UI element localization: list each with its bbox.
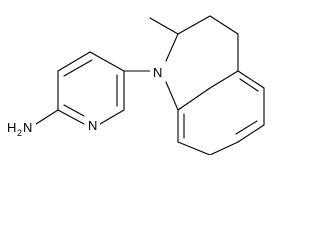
bond xyxy=(165,81,179,111)
bond xyxy=(57,51,91,72)
amine-h-text: H xyxy=(7,120,16,135)
pyridine-ring xyxy=(57,51,125,125)
pyridine-n-text: N xyxy=(88,118,97,133)
structure-diagram: N N H 2 N xyxy=(6,15,265,155)
bond xyxy=(237,70,265,89)
bond xyxy=(57,109,85,125)
amine-label: H 2 N xyxy=(6,116,36,138)
molecule-canvas: N N H 2 N xyxy=(6,15,265,155)
pyridine-nitrogen-label: N xyxy=(86,117,100,134)
amine-bond xyxy=(35,109,59,125)
bond xyxy=(165,33,179,62)
bond xyxy=(209,141,239,155)
tetrahydro-ring xyxy=(165,15,239,111)
bond xyxy=(89,51,125,72)
bond xyxy=(235,120,258,135)
bond xyxy=(237,124,265,143)
bond xyxy=(63,59,93,77)
bond xyxy=(99,109,125,125)
quinoline-n-text: N xyxy=(153,65,162,80)
quinoline-nitrogen-label: N xyxy=(150,63,166,81)
bond xyxy=(63,104,85,117)
bond xyxy=(177,141,211,155)
amine-n-text: N xyxy=(23,120,32,135)
amine-count-text: 2 xyxy=(17,128,22,138)
bond xyxy=(177,87,211,111)
bond xyxy=(239,78,259,92)
bond xyxy=(209,15,239,35)
bond xyxy=(209,70,239,89)
benzene-ring xyxy=(177,70,265,155)
bond xyxy=(177,15,211,35)
methyl-bond xyxy=(149,17,179,35)
